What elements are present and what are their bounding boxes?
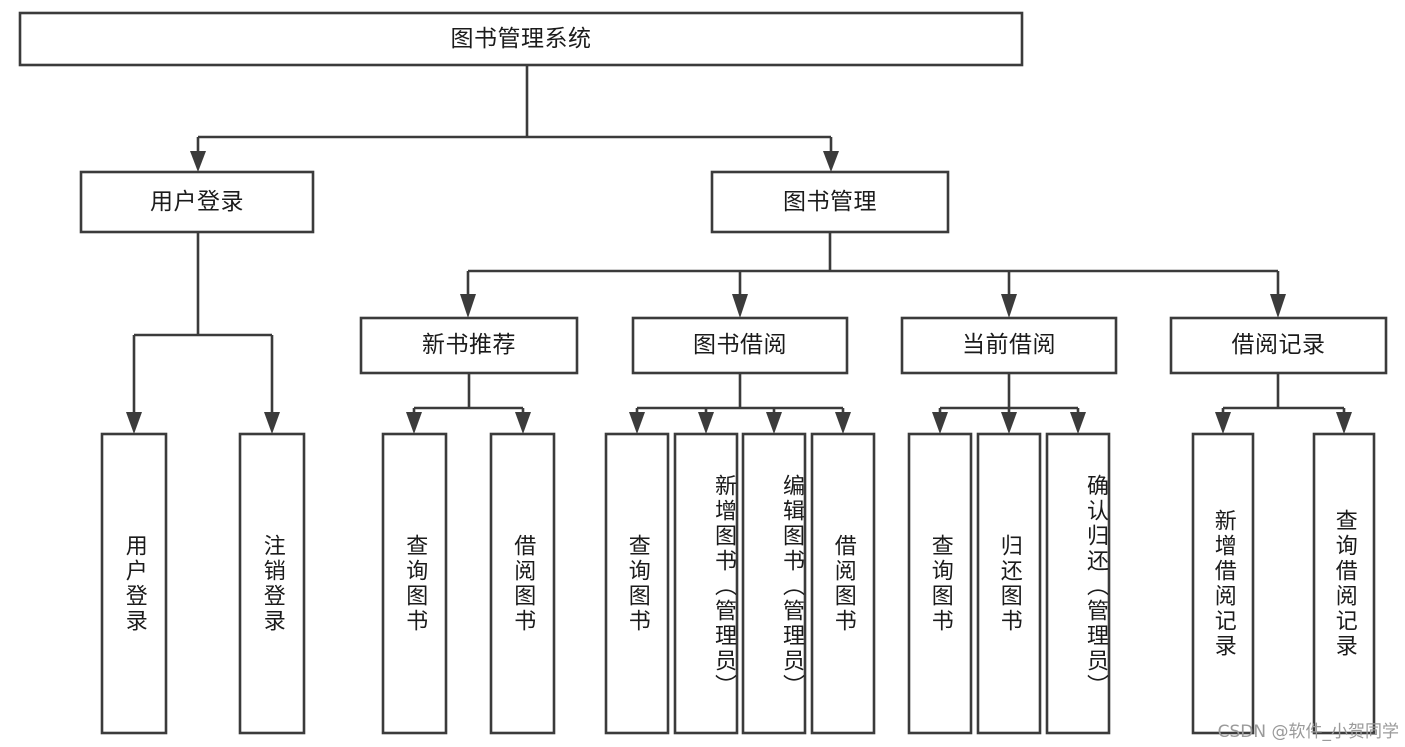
leaf-borrow-book-2-rect[interactable]	[810, 432, 876, 735]
node-current-borrow-rect[interactable]	[900, 316, 1118, 375]
arrowhead-new-book-leaf-1	[406, 412, 422, 434]
leaf-return-book-rect[interactable]	[976, 432, 1042, 735]
arrowhead-book-mgmt-child-4	[1270, 294, 1286, 318]
arrowhead-user-login-leaf-1	[126, 412, 142, 434]
arrowhead-current-borrow-leaf-1	[932, 412, 948, 434]
arrowhead-book-mgmt-child-1	[460, 294, 476, 318]
leaf-edit-book-rect[interactable]	[741, 432, 807, 735]
leaf-query-book-2-rect[interactable]	[604, 432, 670, 735]
node-book-management-rect[interactable]	[710, 170, 950, 234]
leaf-confirm-return-rect[interactable]	[1045, 432, 1111, 735]
arrowhead-user-login-leaf-2	[264, 412, 280, 434]
arrowhead-new-book-leaf-2	[515, 412, 531, 434]
arrowhead-current-borrow-leaf-3	[1070, 412, 1086, 434]
leaf-logout-rect[interactable]	[238, 432, 306, 735]
arrowhead-book-borrow-leaf-3	[766, 412, 782, 434]
node-new-book-recommend-rect[interactable]	[359, 316, 579, 375]
leaf-query-book-3-rect[interactable]	[907, 432, 973, 735]
arrowhead-root-to-user-login	[190, 151, 206, 172]
arrowhead-borrow-record-leaf-2	[1336, 412, 1352, 434]
node-user-login-rect[interactable]	[79, 170, 315, 234]
arrowhead-book-mgmt-child-3	[1001, 294, 1017, 318]
arrowhead-current-borrow-leaf-2	[1001, 412, 1017, 434]
arrowhead-book-borrow-leaf-4	[835, 412, 851, 434]
arrowhead-book-mgmt-child-2	[732, 294, 748, 318]
leaf-add-book-rect[interactable]	[673, 432, 739, 735]
node-borrow-record-rect[interactable]	[1169, 316, 1388, 375]
leaf-user-login-rect[interactable]	[100, 432, 168, 735]
arrowhead-book-borrow-leaf-2	[698, 412, 714, 434]
leaf-add-record-rect[interactable]	[1191, 432, 1255, 735]
leaf-borrow-book-1-rect[interactable]	[489, 432, 556, 735]
leaf-query-book-1-rect[interactable]	[381, 432, 448, 735]
arrowhead-book-borrow-leaf-1	[629, 412, 645, 434]
leaf-query-record-rect[interactable]	[1312, 432, 1376, 735]
arrowhead-borrow-record-leaf-1	[1215, 412, 1231, 434]
node-root-rect[interactable]	[18, 11, 1024, 67]
arrowhead-root-to-book-mgmt	[823, 151, 839, 172]
csdn-watermark: CSDN @软件_小贺同学	[1217, 722, 1399, 742]
node-book-borrow-rect[interactable]	[631, 316, 849, 375]
